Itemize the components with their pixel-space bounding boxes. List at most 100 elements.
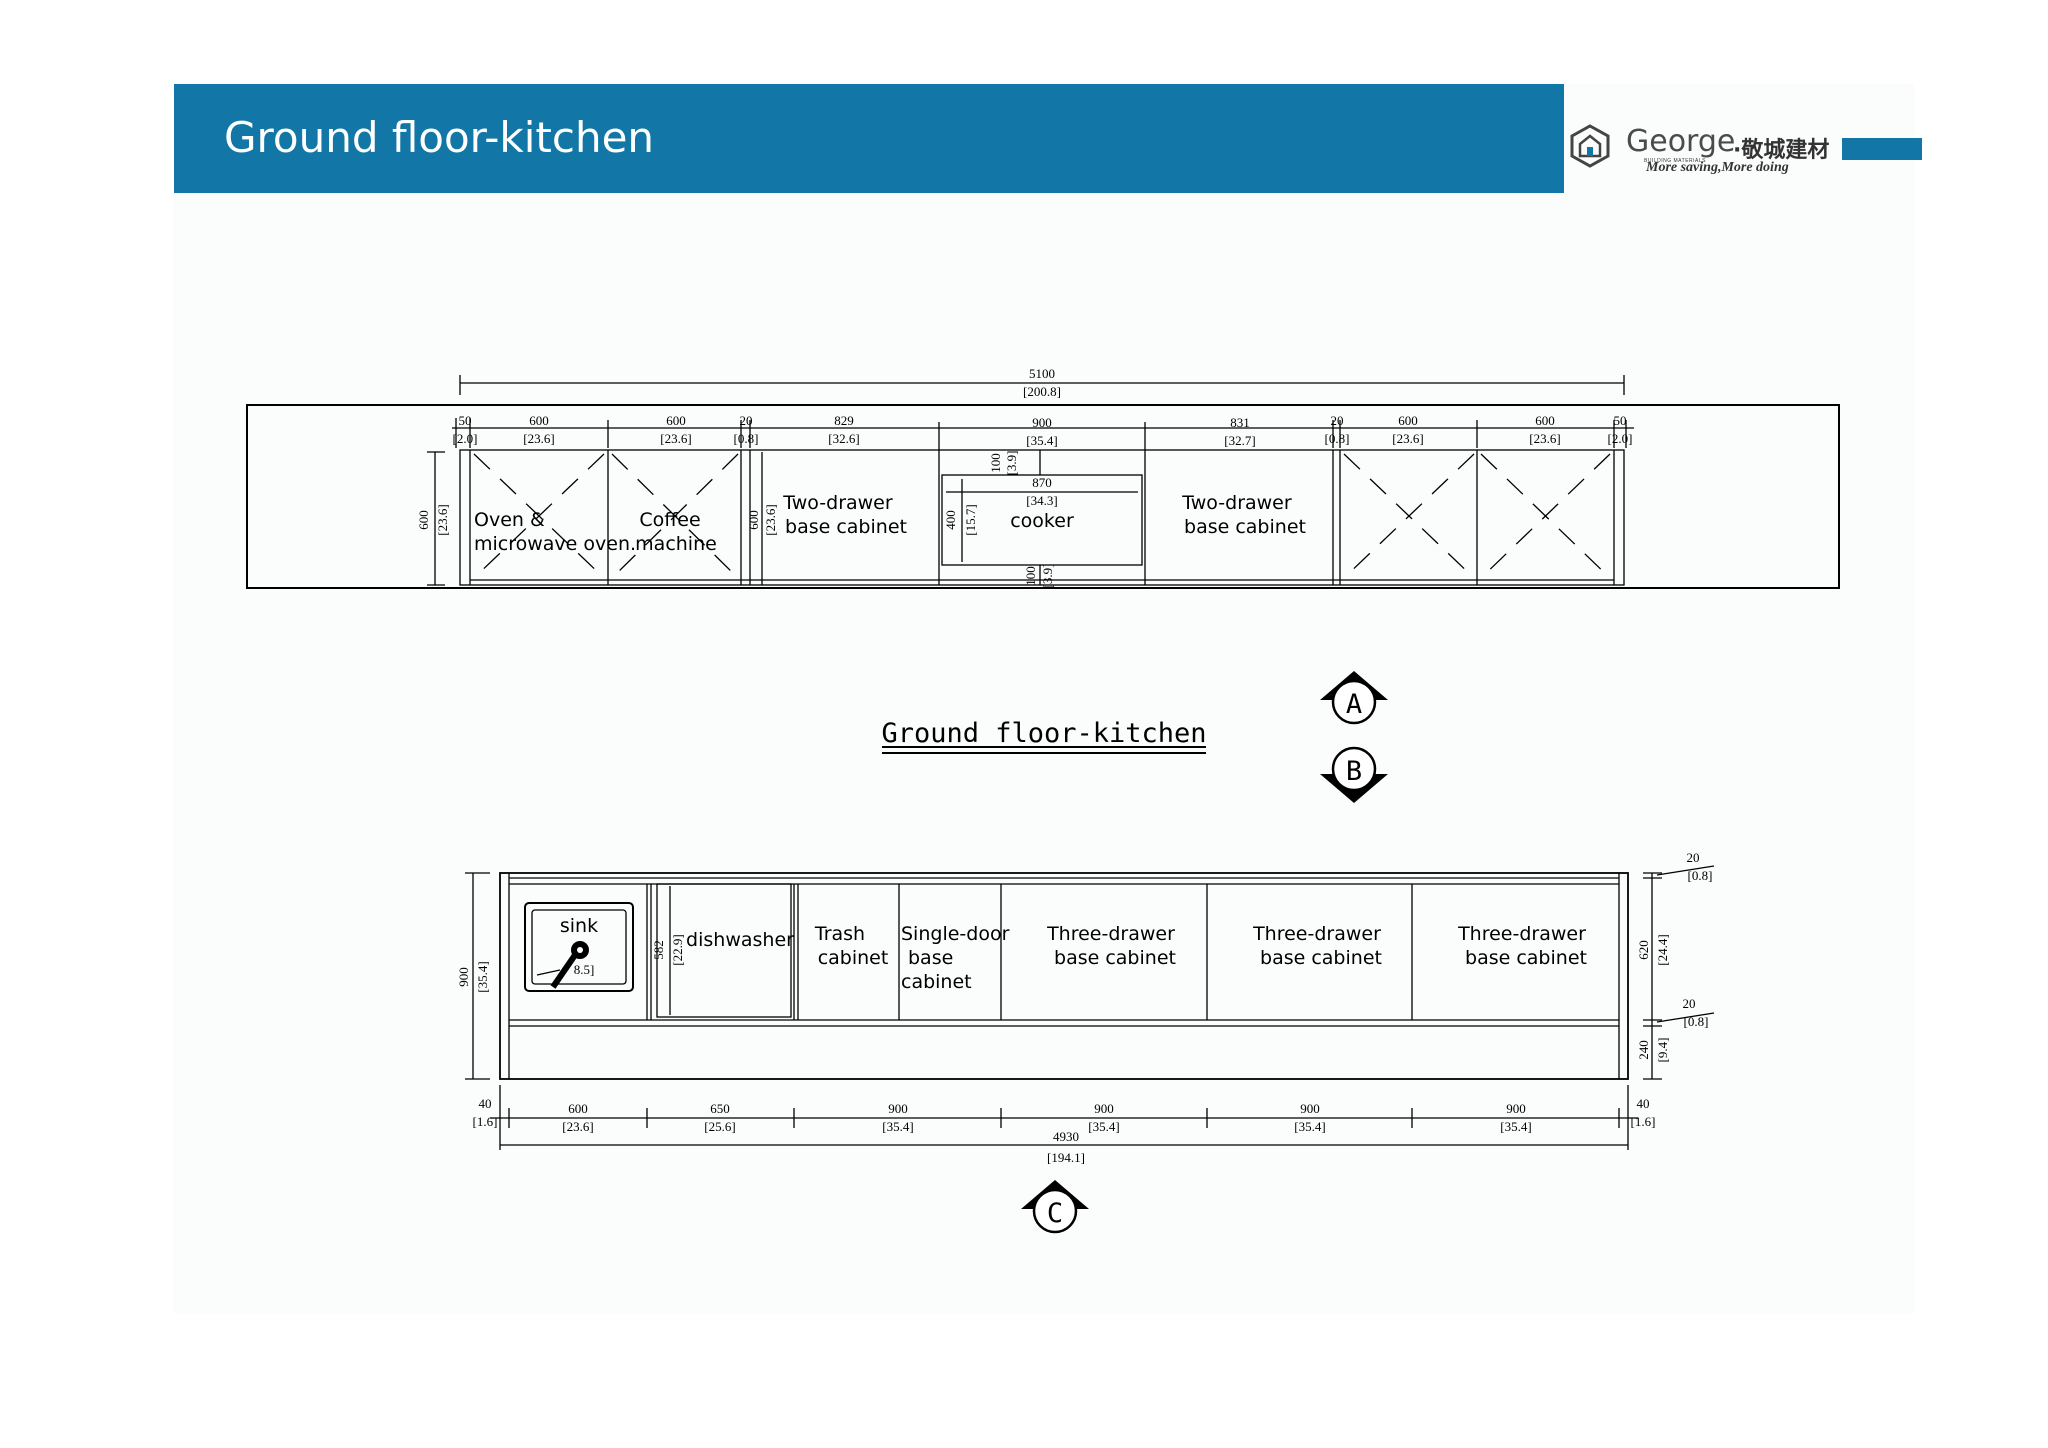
seg-1-in: [23.6] [523, 431, 554, 446]
cooker-cutout [941, 474, 1143, 566]
seg-8-in: [23.6] [1392, 431, 1423, 446]
seg-8-mm: 600 [1398, 413, 1418, 428]
label-twodrawer2-1: Two-drawer [1181, 492, 1292, 514]
seg-5-in: [35.4] [1026, 433, 1057, 448]
seg-2-mm: 600 [666, 413, 686, 428]
cooker-width-in: [34.3] [1026, 493, 1057, 508]
depth-left-in: [23.6] [435, 504, 450, 535]
label-dishwasher: dishwasher [686, 929, 794, 951]
slide-background [174, 84, 1914, 1314]
title-bar: Ground floor-kitchen [174, 84, 1564, 193]
logo-slogan: More saving,More doing [1646, 160, 1789, 175]
height-left-mm: 900 [456, 967, 471, 987]
bottom-seg-7-in: [1.6] [1631, 1114, 1656, 1129]
bottom-seg-6-in: [35.4] [1500, 1119, 1531, 1134]
seg-10-in: [2.0] [1608, 431, 1633, 446]
bottom-seg-6-mm: 900 [1506, 1101, 1526, 1116]
label-twodrawer1-2: base cabinet [785, 516, 907, 538]
seg-0-in: [2.0] [453, 431, 478, 446]
cooker-top-in: [3.9] [1004, 451, 1019, 476]
cooker-top-mm: 100 [988, 453, 1003, 473]
right-dim-3-mm: 240 [1636, 1040, 1651, 1060]
label-three3-1: Three-drawer [1457, 923, 1586, 945]
logo-accent-bar [1842, 138, 1922, 160]
dishwasher-height-mm: 582 [651, 940, 666, 960]
label-coffee-1: Coffee [639, 509, 700, 531]
label-trash-1: Trash [814, 923, 865, 945]
right-dim-0-mm: 20 [1687, 850, 1700, 865]
bottom-seg-3-mm: 900 [888, 1101, 908, 1116]
label-single-1: Single-door [901, 923, 1010, 945]
svg-text:B: B [1346, 756, 1362, 787]
cooker-bottom-mm: 100 [1023, 566, 1038, 586]
label-three3-2: base cabinet [1465, 947, 1587, 969]
bottom-seg-2-in: [25.6] [704, 1119, 735, 1134]
top-overall-mm: 5100 [1029, 366, 1055, 381]
right-dim-2-in: [0.8] [1684, 1014, 1709, 1029]
label-three1-2: base cabinet [1054, 947, 1176, 969]
sink-dim: 8.5] [574, 962, 595, 977]
label-oven-2: microwave oven. [474, 533, 636, 555]
cooker-height-mm: 400 [943, 510, 958, 530]
bottom-seg-5-in: [35.4] [1294, 1119, 1325, 1134]
marker-c: C [1021, 1180, 1089, 1234]
dishwasher-height-in: [22.9] [670, 934, 685, 965]
label-coffee-2: machine [635, 533, 717, 555]
bottom-seg-1-in: [23.6] [562, 1119, 593, 1134]
seg-5-mm: 900 [1032, 415, 1052, 430]
bottom-seg-0-in: [1.6] [473, 1114, 498, 1129]
marker-b: B [1320, 746, 1388, 803]
depth-left-mm: 600 [416, 510, 431, 530]
seg-7-in: [0.8] [1325, 431, 1350, 446]
seg-3-mm: 20 [740, 413, 753, 428]
bottom-elevation-frame [499, 872, 1629, 1080]
seg-2-in: [23.6] [660, 431, 691, 446]
seg-4-in: [32.6] [828, 431, 859, 446]
bottom-seg-5-mm: 900 [1300, 1101, 1320, 1116]
right-dim-1-mm: 620 [1636, 940, 1651, 960]
drawing-caption: Ground floor-kitchen [881, 718, 1206, 749]
seg-4-mm: 829 [834, 413, 854, 428]
bottom-seg-0-mm: 40 [479, 1096, 492, 1111]
bottom-seg-4-in: [35.4] [1088, 1119, 1119, 1134]
cooker-bottom-in: [3.9] [1040, 564, 1055, 589]
label-three1-1: Three-drawer [1046, 923, 1175, 945]
logo-building-materials: BUILDING MATERIALS [1644, 158, 1706, 164]
cooker-width-mm: 870 [1032, 475, 1052, 490]
right-dim-0-in: [0.8] [1688, 868, 1713, 883]
seg-9-in: [23.6] [1529, 431, 1560, 446]
bottom-overall-mm: 4930 [1053, 1129, 1079, 1144]
height-left-in: [35.4] [475, 961, 490, 992]
label-single-3: cabinet [901, 971, 972, 993]
svg-text:C: C [1047, 1198, 1063, 1229]
seg-7-mm: 20 [1331, 413, 1344, 428]
page-title: Ground floor-kitchen [224, 113, 655, 162]
top-cabinet-run [459, 449, 1625, 586]
bottom-seg-1-mm: 600 [568, 1101, 588, 1116]
right-dim-1-in: [24.4] [1655, 934, 1670, 965]
bottom-overall-in: [194.1] [1047, 1150, 1085, 1165]
depth-inner-in: [23.6] [763, 504, 778, 535]
marker-a: A [1320, 671, 1388, 725]
bottom-seg-3-in: [35.4] [882, 1119, 913, 1134]
label-trash-2: cabinet [818, 947, 889, 969]
label-three2-1: Three-drawer [1252, 923, 1381, 945]
label-oven-1: Oven & [474, 509, 545, 531]
label-three2-2: base cabinet [1260, 947, 1382, 969]
seg-0-mm: 50 [459, 413, 472, 428]
seg-6-mm: 831 [1230, 415, 1250, 430]
bottom-seg-2-mm: 650 [710, 1101, 730, 1116]
seg-9-mm: 600 [1535, 413, 1555, 428]
label-twodrawer1-1: Two-drawer [782, 492, 893, 514]
seg-3-in: [0.8] [734, 431, 759, 446]
svg-text:A: A [1346, 689, 1362, 720]
right-dim-3-in: [9.4] [1655, 1038, 1670, 1063]
seg-6-in: [32.7] [1224, 433, 1255, 448]
bottom-seg-4-mm: 900 [1094, 1101, 1114, 1116]
cooker-height-in: [15.7] [963, 504, 978, 535]
right-dim-2-mm: 20 [1683, 996, 1696, 1011]
seg-10-mm: 50 [1614, 413, 1627, 428]
top-plan-outer-frame [246, 404, 1840, 589]
label-twodrawer2-2: base cabinet [1184, 516, 1306, 538]
